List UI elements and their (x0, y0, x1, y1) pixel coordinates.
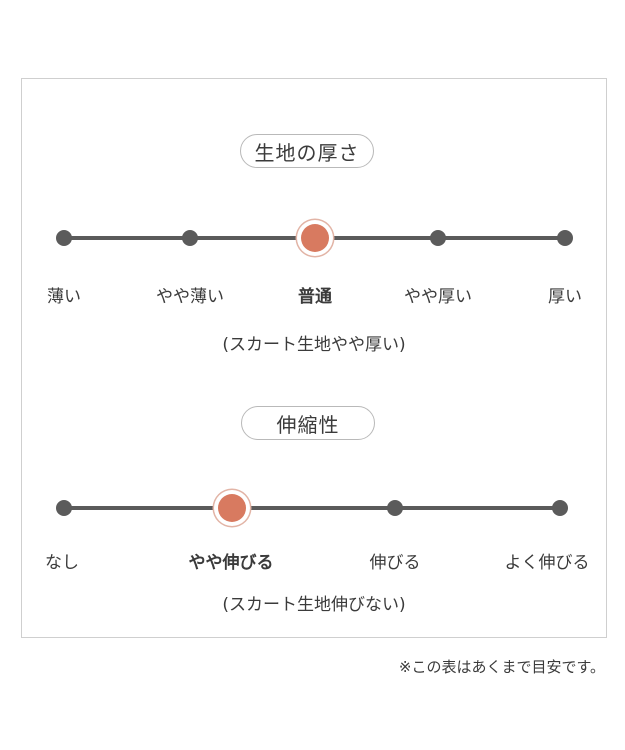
stretch-note: (スカート生地伸びない) (222, 595, 406, 615)
stretch-selected-marker (218, 494, 246, 522)
stretch-point-2 (387, 500, 403, 516)
disclaimer-footnote: ※この表はあくまで目安です。 (398, 658, 605, 676)
thickness-label-1: やや薄い (156, 287, 224, 307)
stretch-point-3 (552, 500, 568, 516)
scale-chart-frame (21, 78, 607, 638)
stretch-title: 伸縮性 (276, 412, 340, 437)
stretch-label-2: 伸びる (369, 553, 421, 573)
thickness-title-pill: 生地の厚さ (240, 134, 374, 168)
thickness-note: (スカート生地やや厚い) (222, 335, 406, 355)
thickness-label-0: 薄い (47, 287, 81, 307)
thickness-point-0 (56, 230, 72, 246)
thickness-title: 生地の厚さ (254, 140, 360, 165)
thickness-point-4 (557, 230, 573, 246)
stretch-title-pill: 伸縮性 (241, 406, 375, 440)
thickness-label-4: 厚い (548, 287, 582, 307)
thickness-label-2: 普通 (298, 287, 332, 307)
stretch-label-3: よく伸びる (504, 553, 590, 573)
stretch-label-0: なし (45, 553, 79, 573)
thickness-selected-marker (301, 224, 329, 252)
thickness-point-3 (430, 230, 446, 246)
stretch-track (64, 506, 560, 510)
thickness-point-1 (182, 230, 198, 246)
thickness-label-3: やや厚い (404, 287, 472, 307)
stretch-point-0 (56, 500, 72, 516)
stretch-label-1: やや伸びる (188, 553, 274, 573)
